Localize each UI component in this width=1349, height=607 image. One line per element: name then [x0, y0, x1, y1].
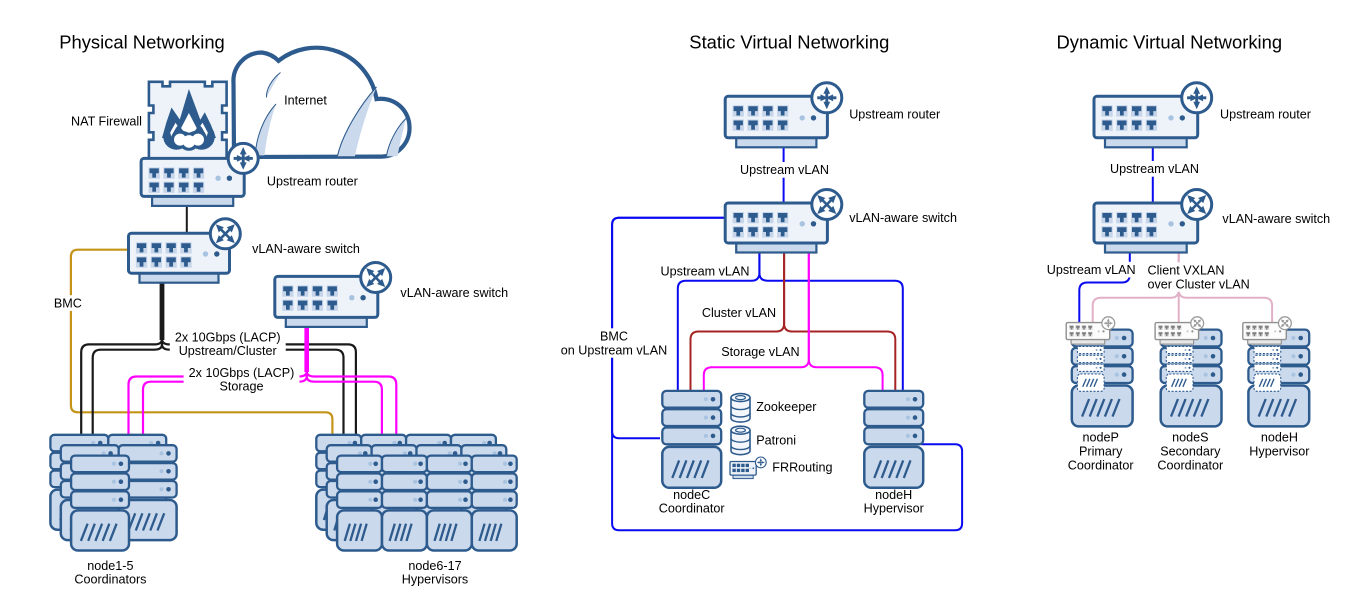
- svg-text:Coordinators: Coordinators: [74, 573, 146, 587]
- svg-text:Secondary: Secondary: [1160, 444, 1221, 458]
- svg-text:nodeH: nodeH: [1261, 430, 1298, 444]
- svg-text:vLAN-aware switch: vLAN-aware switch: [1222, 212, 1330, 226]
- svg-text:nodeH: nodeH: [875, 488, 912, 502]
- svg-text:Cluster vLAN: Cluster vLAN: [702, 306, 776, 320]
- svg-text:Static Virtual Networking: Static Virtual Networking: [689, 31, 889, 52]
- svg-text:over Cluster vLAN: over Cluster vLAN: [1148, 277, 1250, 291]
- svg-text:Zookeeper: Zookeeper: [756, 400, 816, 414]
- svg-text:nodeS: nodeS: [1172, 430, 1208, 444]
- svg-text:BMC: BMC: [600, 330, 628, 344]
- svg-text:Upstream vLAN: Upstream vLAN: [661, 264, 750, 278]
- svg-text:Upstream vLAN: Upstream vLAN: [1110, 162, 1199, 176]
- svg-text:Upstream vLAN: Upstream vLAN: [740, 163, 829, 177]
- svg-text:FRRouting: FRRouting: [772, 460, 832, 474]
- svg-text:Primary: Primary: [1079, 444, 1123, 458]
- svg-text:Dynamic Virtual Networking: Dynamic Virtual Networking: [1057, 31, 1283, 52]
- svg-text:Upstream router: Upstream router: [849, 107, 940, 121]
- svg-text:Patroni: Patroni: [756, 433, 796, 447]
- svg-text:nodeP: nodeP: [1082, 430, 1118, 444]
- svg-text:node6-17: node6-17: [408, 559, 461, 573]
- svg-text:NAT Firewall: NAT Firewall: [71, 115, 142, 129]
- svg-text:2x 10Gbps (LACP): 2x 10Gbps (LACP): [175, 330, 281, 344]
- svg-text:Storage vLAN: Storage vLAN: [721, 345, 799, 359]
- svg-text:Coordinator: Coordinator: [1157, 458, 1223, 472]
- svg-text:Upstream router: Upstream router: [267, 175, 358, 189]
- svg-text:Coordinator: Coordinator: [1068, 458, 1134, 472]
- svg-text:Hypervisor: Hypervisor: [1249, 444, 1309, 458]
- svg-text:Coordinator: Coordinator: [659, 502, 725, 516]
- svg-text:Upstream/Cluster: Upstream/Cluster: [179, 344, 277, 358]
- svg-text:nodeC: nodeC: [673, 488, 710, 502]
- svg-text:vLAN-aware switch: vLAN-aware switch: [849, 211, 957, 225]
- svg-text:Upstream router: Upstream router: [1220, 107, 1311, 121]
- svg-text:Client VXLAN: Client VXLAN: [1148, 264, 1225, 278]
- svg-text:Hypervisors: Hypervisors: [402, 573, 468, 587]
- svg-text:node1-5: node1-5: [87, 559, 133, 573]
- svg-text:Physical Networking: Physical Networking: [59, 31, 225, 52]
- svg-text:Upstream vLAN: Upstream vLAN: [1047, 263, 1136, 277]
- svg-text:2x 10Gbps (LACP): 2x 10Gbps (LACP): [189, 366, 295, 380]
- svg-text:Storage: Storage: [219, 380, 263, 394]
- svg-text:vLAN-aware switch: vLAN-aware switch: [400, 286, 508, 300]
- svg-text:Hypervisor: Hypervisor: [864, 502, 924, 516]
- svg-text:Internet: Internet: [284, 93, 327, 107]
- svg-text:on Upstream vLAN: on Upstream vLAN: [561, 343, 667, 357]
- svg-text:vLAN-aware switch: vLAN-aware switch: [252, 242, 360, 256]
- svg-text:BMC: BMC: [54, 297, 82, 311]
